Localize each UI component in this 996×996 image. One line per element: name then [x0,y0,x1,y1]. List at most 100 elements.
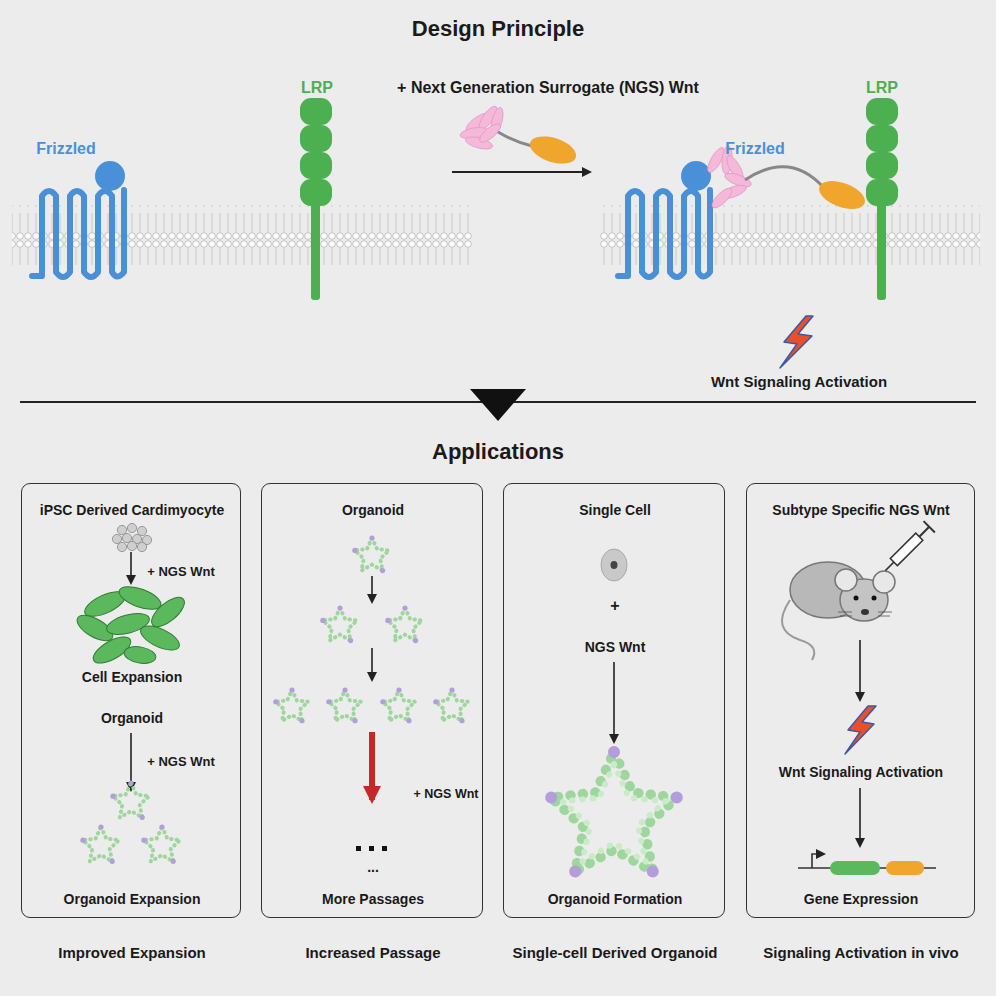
path-part [812,854,824,868]
cardiomyocytes [73,582,189,668]
organoid-cell [385,618,390,623]
organoid-star [83,827,119,861]
organoid-cell [80,838,85,843]
line-part [924,521,935,532]
organoid-star [276,690,308,721]
cell [127,523,136,532]
rect-part [890,533,923,566]
nucleus [611,561,618,569]
circle-part [873,571,895,593]
gene-construct [798,854,936,875]
flow-arrow [613,662,615,742]
receptor-label: Frizzled [725,140,785,158]
organoid-star [113,783,149,817]
organoid-cell [128,780,133,785]
circle-part [854,596,859,601]
organoid-star [551,752,677,871]
panel-text: Organoid [342,502,404,518]
rect-part [830,861,880,875]
flow-arrow [371,576,373,602]
panel-text: NGS Wnt [585,639,646,655]
panel-text: Gene Expression [804,891,918,907]
organoid-cell [449,687,454,692]
flow-arrow [859,788,861,846]
organoid-cell [342,687,347,692]
organoid-cell [110,794,115,799]
receptor-label: LRP [866,79,898,97]
organoid-cell [110,859,115,864]
rect-part [300,152,332,179]
signal-bolt [780,316,813,368]
ellipse-part [709,185,734,210]
path-part [32,190,124,277]
cell [137,526,146,535]
application-panel: Subtype Specific NGS WntWnt Signaling Ac… [746,483,975,918]
organoid-star [329,690,361,721]
line-part [885,562,893,570]
reaction-arrow [452,171,590,173]
organoid-cell [413,638,418,643]
rect-part [300,179,332,206]
signal-bolt [845,706,876,754]
panel-text: Single Cell [579,502,651,518]
flow-arrow [371,648,373,680]
organoid-cell [320,618,325,623]
rect-part [300,125,332,152]
organoid-cell [98,824,103,829]
panel-text: Organoid Expansion [64,891,201,907]
organoid-cell [352,718,357,723]
frizzled-crd [95,161,125,191]
organoid-cell [326,699,331,704]
organoid-cell [380,568,385,573]
cell [137,542,146,551]
rect-part [886,861,924,875]
flow-arrow [130,552,132,583]
signal-label: Wnt Signaling Activation [711,373,887,390]
g-part [459,104,505,152]
flow-arrow [859,640,861,700]
panel-text: Organoid Formation [548,891,683,907]
organoid-cell [545,792,557,804]
panel-caption: Increased Passage [305,944,440,961]
rect-part [877,200,886,300]
ellipse-part [116,582,164,614]
frizzled-receptor [32,190,124,277]
rect-part [356,846,361,851]
panel-text: Wnt Signaling Activation [779,764,943,780]
rect-part [866,98,898,125]
receptor-label: Frizzled [36,140,96,158]
panel-text: Organoid [101,710,163,726]
organoid-star [383,690,415,721]
panel-caption: Single-cell Derived Organoid [512,944,717,961]
organoid-cell [141,838,146,843]
cell [112,534,121,543]
rect-part [866,179,898,206]
application-panel: Single Cell+NGS WntOrganoid FormationSin… [503,483,725,918]
lrp-receptor [300,98,332,300]
panel-text: + NGS Wnt [413,787,478,801]
organoid-star [388,608,422,641]
section-title: Applications [432,439,564,464]
circle-part [872,596,877,601]
organoid-inner [563,764,666,862]
cell [117,542,126,551]
rect-part [866,125,898,152]
organoid-star [436,690,468,721]
ellipse-part [123,644,157,665]
section-title: Design Principle [412,16,584,41]
single-cell [601,549,627,581]
ellipse-part [147,592,189,632]
organoid-cell [569,865,581,877]
rect-part [300,98,332,125]
ipsc-cells [112,523,151,551]
cell [122,533,131,542]
application-panel: iPSC Derived Cardimyocyte+ NGS WntCell E… [21,483,241,918]
organoid-star [355,538,389,571]
cell [117,525,126,534]
mouse [782,562,895,660]
organoid-cell [406,718,411,723]
rect-part [866,152,898,179]
panel-text: + [610,597,619,615]
ellipse-part [815,176,868,215]
